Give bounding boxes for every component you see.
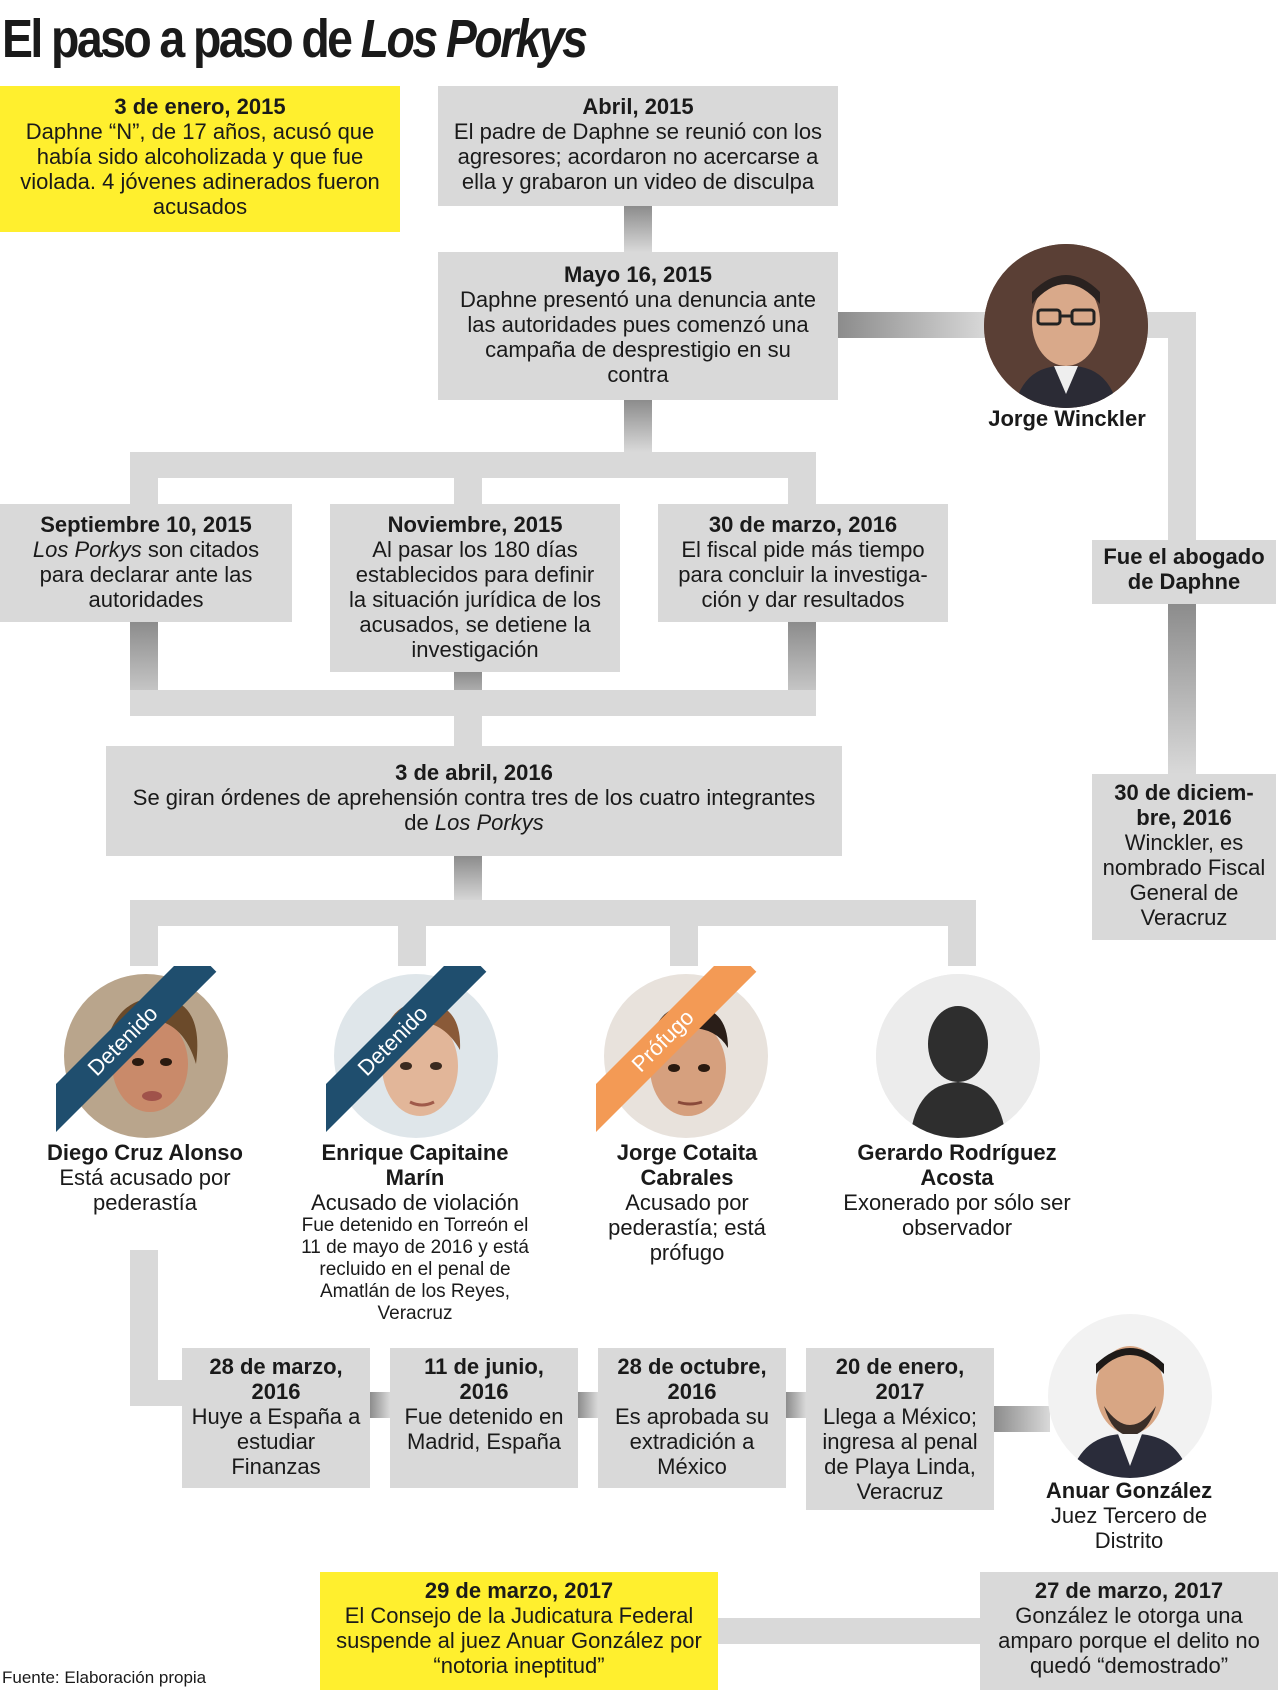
event-apr-2016: 3 de abril, 2016 Se giran órdenes de apr… <box>106 746 842 856</box>
enrique-status-ribbon: Detenido <box>326 966 496 1136</box>
enrique-label: Enrique Capitaine Marín Acusado de viola… <box>301 1140 529 1324</box>
event-mar-2016: 30 de marzo, 2016 El fiscal pide más tie… <box>658 504 948 622</box>
winckler-photo <box>984 244 1148 408</box>
event-jun-2016: 11 de junio, 2016 Fue detenido en Madrid… <box>390 1348 578 1488</box>
event-jan-2015: 3 de enero, 2015 Daphne “N”, de 17 años,… <box>0 86 400 232</box>
event-dec-2016: 30 de diciem-bre, 2016 Winckler, es nomb… <box>1092 774 1276 940</box>
event-apr-2015: Abril, 2015 El padre de Daphne se reunió… <box>438 86 838 206</box>
event-mar-2017-suspend: 29 de marzo, 2017 El Consejo de la Judic… <box>320 1572 718 1690</box>
jorge-label: Jorge Cotaita Cabrales Acusado por peder… <box>608 1140 766 1265</box>
anuar-label: Anuar González Juez Tercero de Distrito <box>1045 1478 1213 1553</box>
anuar-photo <box>1048 1314 1212 1478</box>
winckler-label: Jorge Winckler <box>988 406 1146 431</box>
event-oct-2016: 28 de octubre, 2016 Es aprobada su extra… <box>598 1348 786 1488</box>
event-mar-2016-flee: 28 de marzo, 2016 Huye a España a estudi… <box>182 1348 370 1488</box>
gerardo-label: Gerardo Rodríguez Acosta Exonerado por s… <box>843 1140 1071 1240</box>
event-jan-2017: 20 de enero, 2017 Llega a México; ingres… <box>806 1348 994 1510</box>
event-sep-2015: Septiembre 10, 2015 Los Porkys son citad… <box>0 504 292 622</box>
source-note: Fuente: Elaboración propia <box>2 1668 207 1687</box>
diego-label: Diego Cruz Alonso Está acusado por peder… <box>47 1140 243 1215</box>
jorge-status-ribbon: Prófugo <box>596 966 766 1136</box>
diego-status-ribbon: Detenido <box>56 966 226 1136</box>
event-mar-2017-amparo: 27 de marzo, 2017 González le otorga una… <box>980 1572 1278 1690</box>
gerardo-silhouette <box>876 974 1040 1138</box>
page-title: El paso a paso de Los Porkys <box>2 9 588 69</box>
event-lawyer: Fue el abogado de Daphne <box>1092 540 1276 604</box>
event-nov-2015: Noviembre, 2015 Al pasar los 180 días es… <box>330 504 620 672</box>
event-may-2015: Mayo 16, 2015 Daphne presentó una denunc… <box>438 252 838 400</box>
